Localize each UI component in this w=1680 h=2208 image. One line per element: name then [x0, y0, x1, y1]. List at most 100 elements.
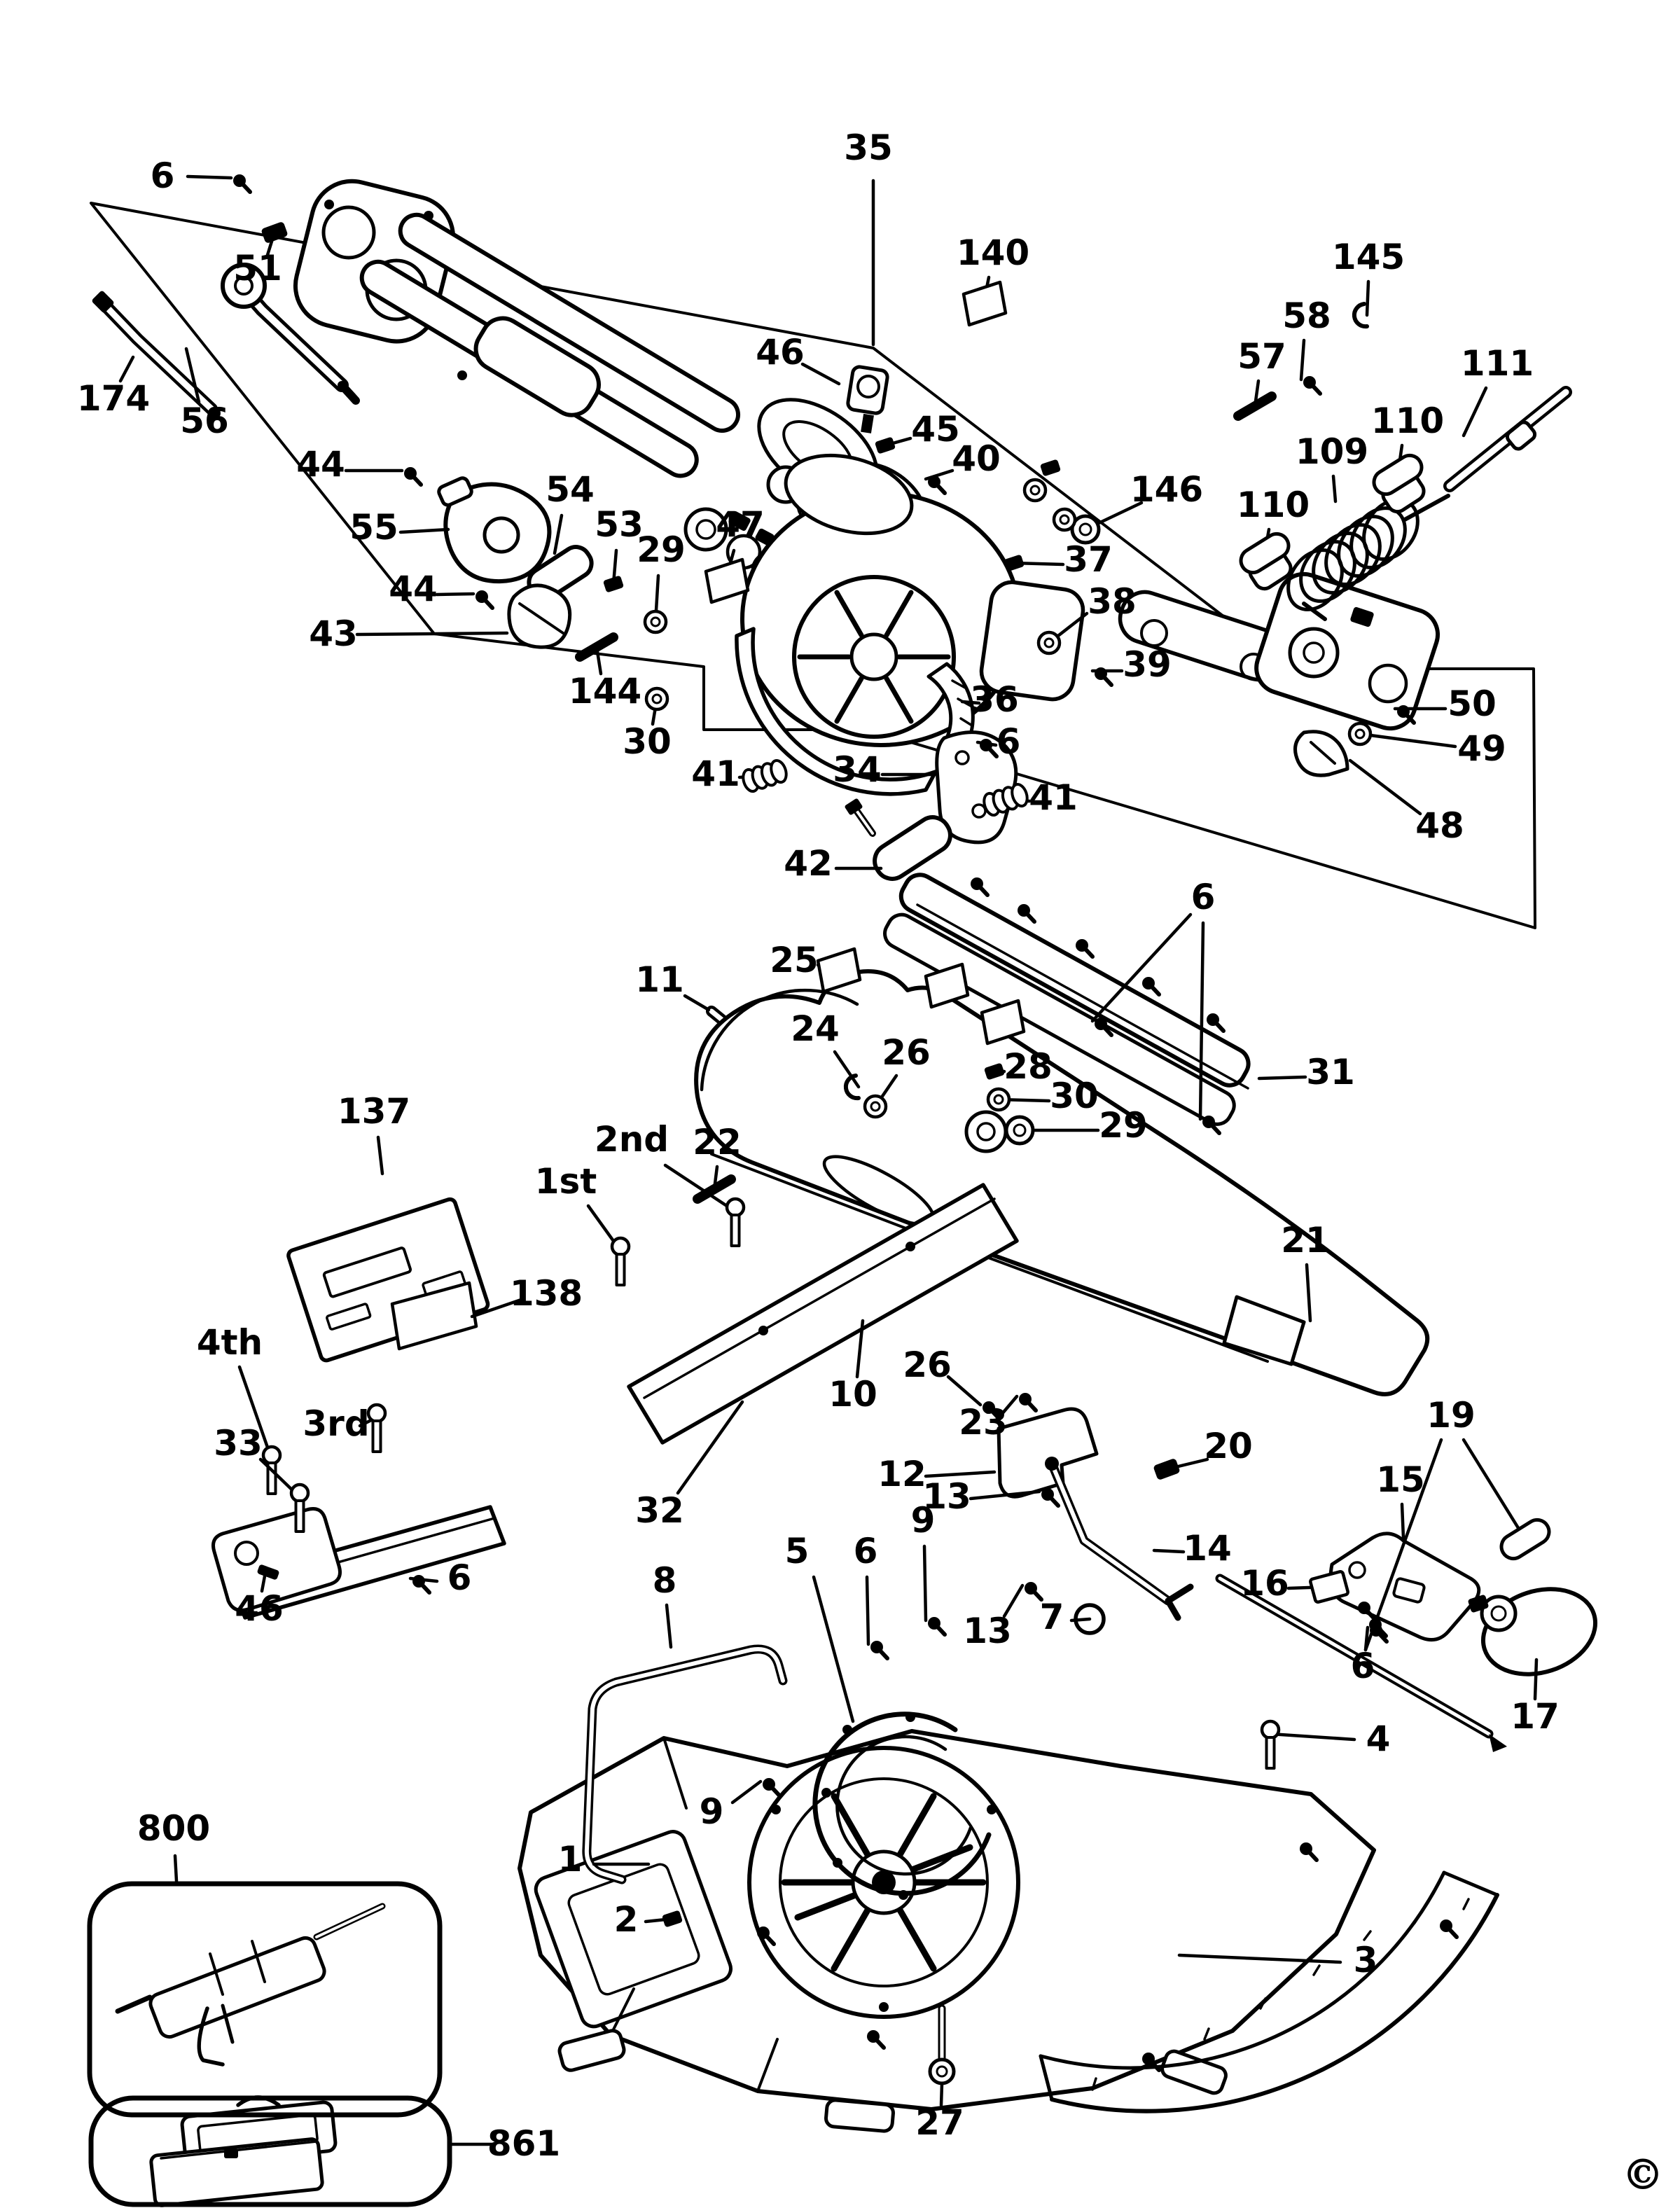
- part-label-6: 6: [1090, 877, 1221, 1135]
- part-label-53: 53: [595, 504, 644, 592]
- part-number-text: 47: [716, 504, 765, 545]
- part-number-text: 9: [700, 1791, 724, 1832]
- part-glyph-plate: [1309, 1570, 1349, 1604]
- part-number-text: 13: [963, 1611, 1012, 1651]
- part-label-26: 26: [903, 1345, 1001, 1421]
- part-glyph-screw: [1303, 376, 1322, 396]
- part-number-text: 2: [614, 1899, 639, 1940]
- part-number-text: 138: [510, 1273, 583, 1314]
- part-glyph-screw: [1358, 1602, 1377, 1621]
- carriage-bracket-drawing: [1118, 571, 1441, 777]
- cam-knob-17-drawing: [1468, 1587, 1598, 1676]
- part-label-2: 2: [614, 1899, 683, 1940]
- part-number-text: 30: [1050, 1076, 1099, 1116]
- part-label-5: 5: [785, 1531, 855, 1723]
- part-label-49: 49: [1347, 721, 1506, 769]
- part-glyph-screw: [980, 739, 999, 758]
- part-label-46: 46: [756, 332, 841, 386]
- part-label-35: 35: [844, 127, 893, 347]
- part-glyph-ring: [1004, 1115, 1035, 1146]
- handle-link-14-drawing: [1045, 1457, 1194, 1621]
- part-number-text: 42: [784, 843, 833, 884]
- toolbox-icon: [149, 2095, 338, 2207]
- part-label-138: 138: [470, 1273, 583, 1319]
- part-label-11: 11: [635, 959, 711, 1012]
- part-label-44: 44: [296, 444, 423, 487]
- part-label-31: 31: [1257, 1052, 1355, 1092]
- part-number-text: 6: [854, 1531, 878, 1571]
- part-number-text: 4th: [197, 1322, 263, 1363]
- part-glyph-nut: [1040, 459, 1061, 476]
- part-number-text: 20: [1204, 1426, 1253, 1466]
- part-glyph-bolt: [289, 1483, 310, 1533]
- part-label-6: 6: [976, 721, 1020, 762]
- part-number-text: 1: [558, 1839, 583, 1880]
- base-assembly-drawing: [518, 1729, 1376, 2133]
- box-861: 861: [88, 2095, 560, 2207]
- part-number-text: 39: [1123, 644, 1172, 685]
- part-glyph-pin: [575, 632, 618, 662]
- depth-rod-19-drawing: [1215, 1574, 1507, 1752]
- ring-segment-5-drawing: [812, 1711, 992, 1900]
- part-number-text: 25: [770, 940, 819, 980]
- part-number-text: 44: [296, 444, 345, 485]
- hex-key-tool-drawing: [92, 291, 221, 419]
- part-number-text: 4: [1366, 1719, 1391, 1759]
- part-label-8: 8: [653, 1560, 676, 1649]
- part-glyph-nut: [603, 576, 624, 592]
- part-glyph-screw: [867, 2030, 886, 2050]
- part-number-text: 33: [214, 1423, 263, 1464]
- part-glyph-sheet: [924, 962, 970, 1009]
- part-label-29: 29: [1004, 1105, 1148, 1146]
- part-number-text: 35: [844, 127, 893, 168]
- clamp-lever-55-drawing: [437, 476, 552, 584]
- part-number-text: 6: [447, 1557, 472, 1598]
- part-glyph-bolt: [610, 1236, 631, 1286]
- part-label-26: 26: [863, 1032, 931, 1119]
- part-glyph-screw: [757, 1926, 776, 1946]
- part-glyph-washer: [1036, 630, 1062, 655]
- part-number-text: 29: [1099, 1105, 1148, 1146]
- part-number-text: 137: [338, 1091, 410, 1132]
- part-label-3: 3: [1177, 1940, 1378, 1980]
- part-label-3rd: 3rd: [303, 1403, 387, 1453]
- part-number-text: 38: [1088, 581, 1137, 622]
- part-glyph-screw: [1019, 1393, 1038, 1412]
- part-number-text: 109: [1296, 431, 1368, 472]
- part-glyph-screw: [763, 1778, 782, 1798]
- part-glyph-sheet: [962, 280, 1008, 327]
- part-label-39: 39: [1090, 644, 1172, 687]
- part-glyph-screw: [1018, 904, 1036, 924]
- clamp-tool-icon: [115, 1903, 386, 2067]
- part-label-12: 12: [877, 1454, 997, 1494]
- part-label-27: 27: [915, 2082, 964, 2143]
- part-glyph-nut: [662, 1910, 683, 1927]
- part-label-13: 13: [922, 1476, 1060, 1517]
- part-glyph-cyl: [1239, 532, 1291, 575]
- part-number-text: 41: [691, 754, 740, 794]
- part-number-text: 44: [389, 569, 438, 609]
- part-glyph-screw: [1202, 1116, 1221, 1135]
- part-number-text: 43: [309, 613, 358, 654]
- part-number-text: 16: [1240, 1563, 1289, 1604]
- part-number-text: 111: [1461, 343, 1534, 384]
- part-label-6: 6: [151, 155, 252, 196]
- part-glyph-spring: [983, 782, 1029, 817]
- part-glyph-nut: [984, 1063, 1005, 1080]
- part-number-text: 3: [1354, 1940, 1378, 1980]
- part-glyph-screw: [928, 1617, 947, 1637]
- part-number-text: 140: [957, 232, 1029, 273]
- part-label-21: 21: [1281, 1220, 1330, 1323]
- part-number-text: 56: [180, 401, 229, 441]
- part-glyph-screw: [1397, 705, 1416, 725]
- part-label-25: 25: [770, 940, 862, 994]
- part-glyph-washer: [1022, 478, 1048, 503]
- part-number-text: 145: [1332, 237, 1405, 277]
- part-label-29: 29: [637, 529, 686, 634]
- part-glyph-screw: [1095, 1018, 1113, 1037]
- part-label-146: 146: [1070, 469, 1203, 545]
- part-number-text: 11: [635, 959, 684, 1000]
- part-number-text: 45: [911, 409, 960, 450]
- part-label-33: 33: [214, 1423, 310, 1533]
